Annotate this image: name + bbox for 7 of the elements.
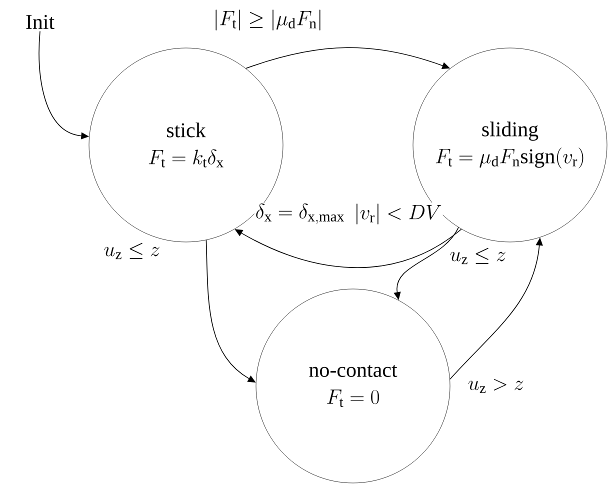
edge-label: $|F_\mathrm{t}| \geq |\mu_\mathrm{d} F_\mathrm{n}|$ xyxy=(212,8,324,32)
edge-label: $u_\mathrm{z} \leq z$ xyxy=(448,246,508,266)
edge-label: $|v_\mathrm{r}| < DV$ xyxy=(353,202,443,226)
edge-label: $u_\mathrm{z} > z$ xyxy=(466,378,526,394)
start-label: Init xyxy=(26,14,54,30)
formula-label: $\delta_\mathrm{x} = \delta_{\mathrm{x,max}}$ xyxy=(254,202,346,226)
edge-label: $u_\mathrm{z} \leq z$ xyxy=(102,242,162,260)
